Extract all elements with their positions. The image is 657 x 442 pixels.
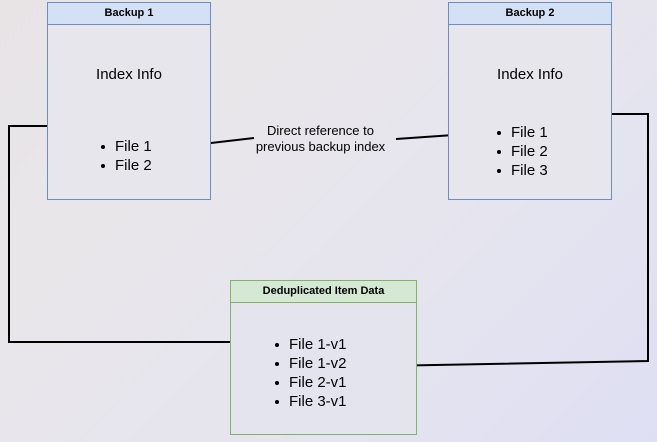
- list-item: File 1-v2: [272, 354, 347, 373]
- list-item: File 2: [494, 142, 548, 161]
- backup-2-header: Backup 2: [449, 3, 611, 25]
- list-item: File 3: [494, 161, 548, 180]
- backup-1-body: Index Info File 1 File 2: [48, 25, 210, 199]
- direct-reference-label-line-1: Direct reference to: [267, 123, 374, 138]
- deduplicated-item-data-body: File 1-v1 File 1-v2 File 2-v1 File 3-v1: [231, 303, 416, 434]
- list-item: File 2: [98, 156, 152, 175]
- list-item: File 3-v1: [272, 392, 347, 411]
- backup-1-index-info-label: Index Info: [96, 66, 162, 83]
- backup-1-file-list: File 1 File 2: [98, 137, 152, 175]
- direct-reference-label-line-2: previous backup index: [255, 139, 386, 154]
- direct-reference-edge-label: Direct reference to previous backup inde…: [248, 123, 393, 155]
- deduplicated-item-data-node[interactable]: Deduplicated Item Data File 1-v1 File 1-…: [230, 280, 417, 435]
- backup-2-file-list: File 1 File 2 File 3: [494, 123, 548, 180]
- list-item: File 1: [98, 137, 152, 156]
- deduplicated-file-list: File 1-v1 File 1-v2 File 2-v1 File 3-v1: [272, 335, 347, 411]
- backup-2-body: Index Info File 1 File 2 File 3: [449, 25, 611, 199]
- list-item: File 1: [494, 123, 548, 142]
- list-item: File 2-v1: [272, 373, 347, 392]
- deduplicated-item-data-header: Deduplicated Item Data: [231, 281, 416, 303]
- backup-1-header: Backup 1: [48, 3, 210, 25]
- backup-2-index-info-label: Index Info: [497, 66, 563, 83]
- backup-2-node[interactable]: Backup 2 Index Info File 1 File 2 File 3: [448, 2, 612, 200]
- list-item: File 1-v1: [272, 335, 347, 354]
- backup-1-node[interactable]: Backup 1 Index Info File 1 File 2: [47, 2, 211, 200]
